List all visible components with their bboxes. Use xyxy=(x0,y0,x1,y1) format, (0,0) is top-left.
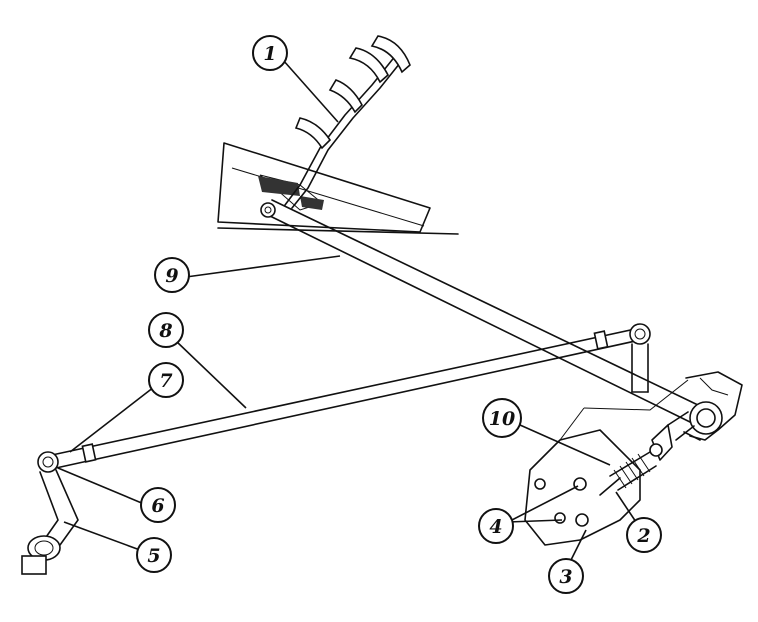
right-housing xyxy=(683,371,743,441)
spring-assembly xyxy=(599,411,695,496)
mounting-bracket xyxy=(524,379,689,546)
gear-lever xyxy=(284,35,411,209)
rod-9 xyxy=(260,199,701,423)
callout-9: 9 xyxy=(154,257,190,293)
callout-7-label: 7 xyxy=(159,370,172,392)
callout-1: 1 xyxy=(252,35,288,71)
callout-9-label: 9 xyxy=(165,265,178,287)
callout-8: 8 xyxy=(148,312,184,348)
callout-4-label: 4 xyxy=(489,516,502,538)
callout-2: 2 xyxy=(626,517,662,553)
vertical-link xyxy=(631,343,649,393)
callout-8-label: 8 xyxy=(158,320,172,342)
callout-3-label: 3 xyxy=(559,566,572,588)
callout-3: 3 xyxy=(548,558,584,594)
floor-panel xyxy=(217,142,459,235)
arm-5 xyxy=(21,451,79,575)
leader-lines xyxy=(57,59,641,567)
callout-6-label: 6 xyxy=(151,495,164,517)
callout-5-label: 5 xyxy=(147,545,160,567)
callout-10: 10 xyxy=(482,398,522,438)
callout-2-label: 2 xyxy=(636,525,650,547)
callout-4: 4 xyxy=(478,508,514,544)
callout-7: 7 xyxy=(148,362,184,398)
callout-6: 6 xyxy=(140,487,176,523)
callout-5: 5 xyxy=(136,537,172,573)
callout-10-label: 10 xyxy=(489,408,515,430)
rod-8 xyxy=(51,323,651,469)
callout-1-label: 1 xyxy=(263,43,276,65)
